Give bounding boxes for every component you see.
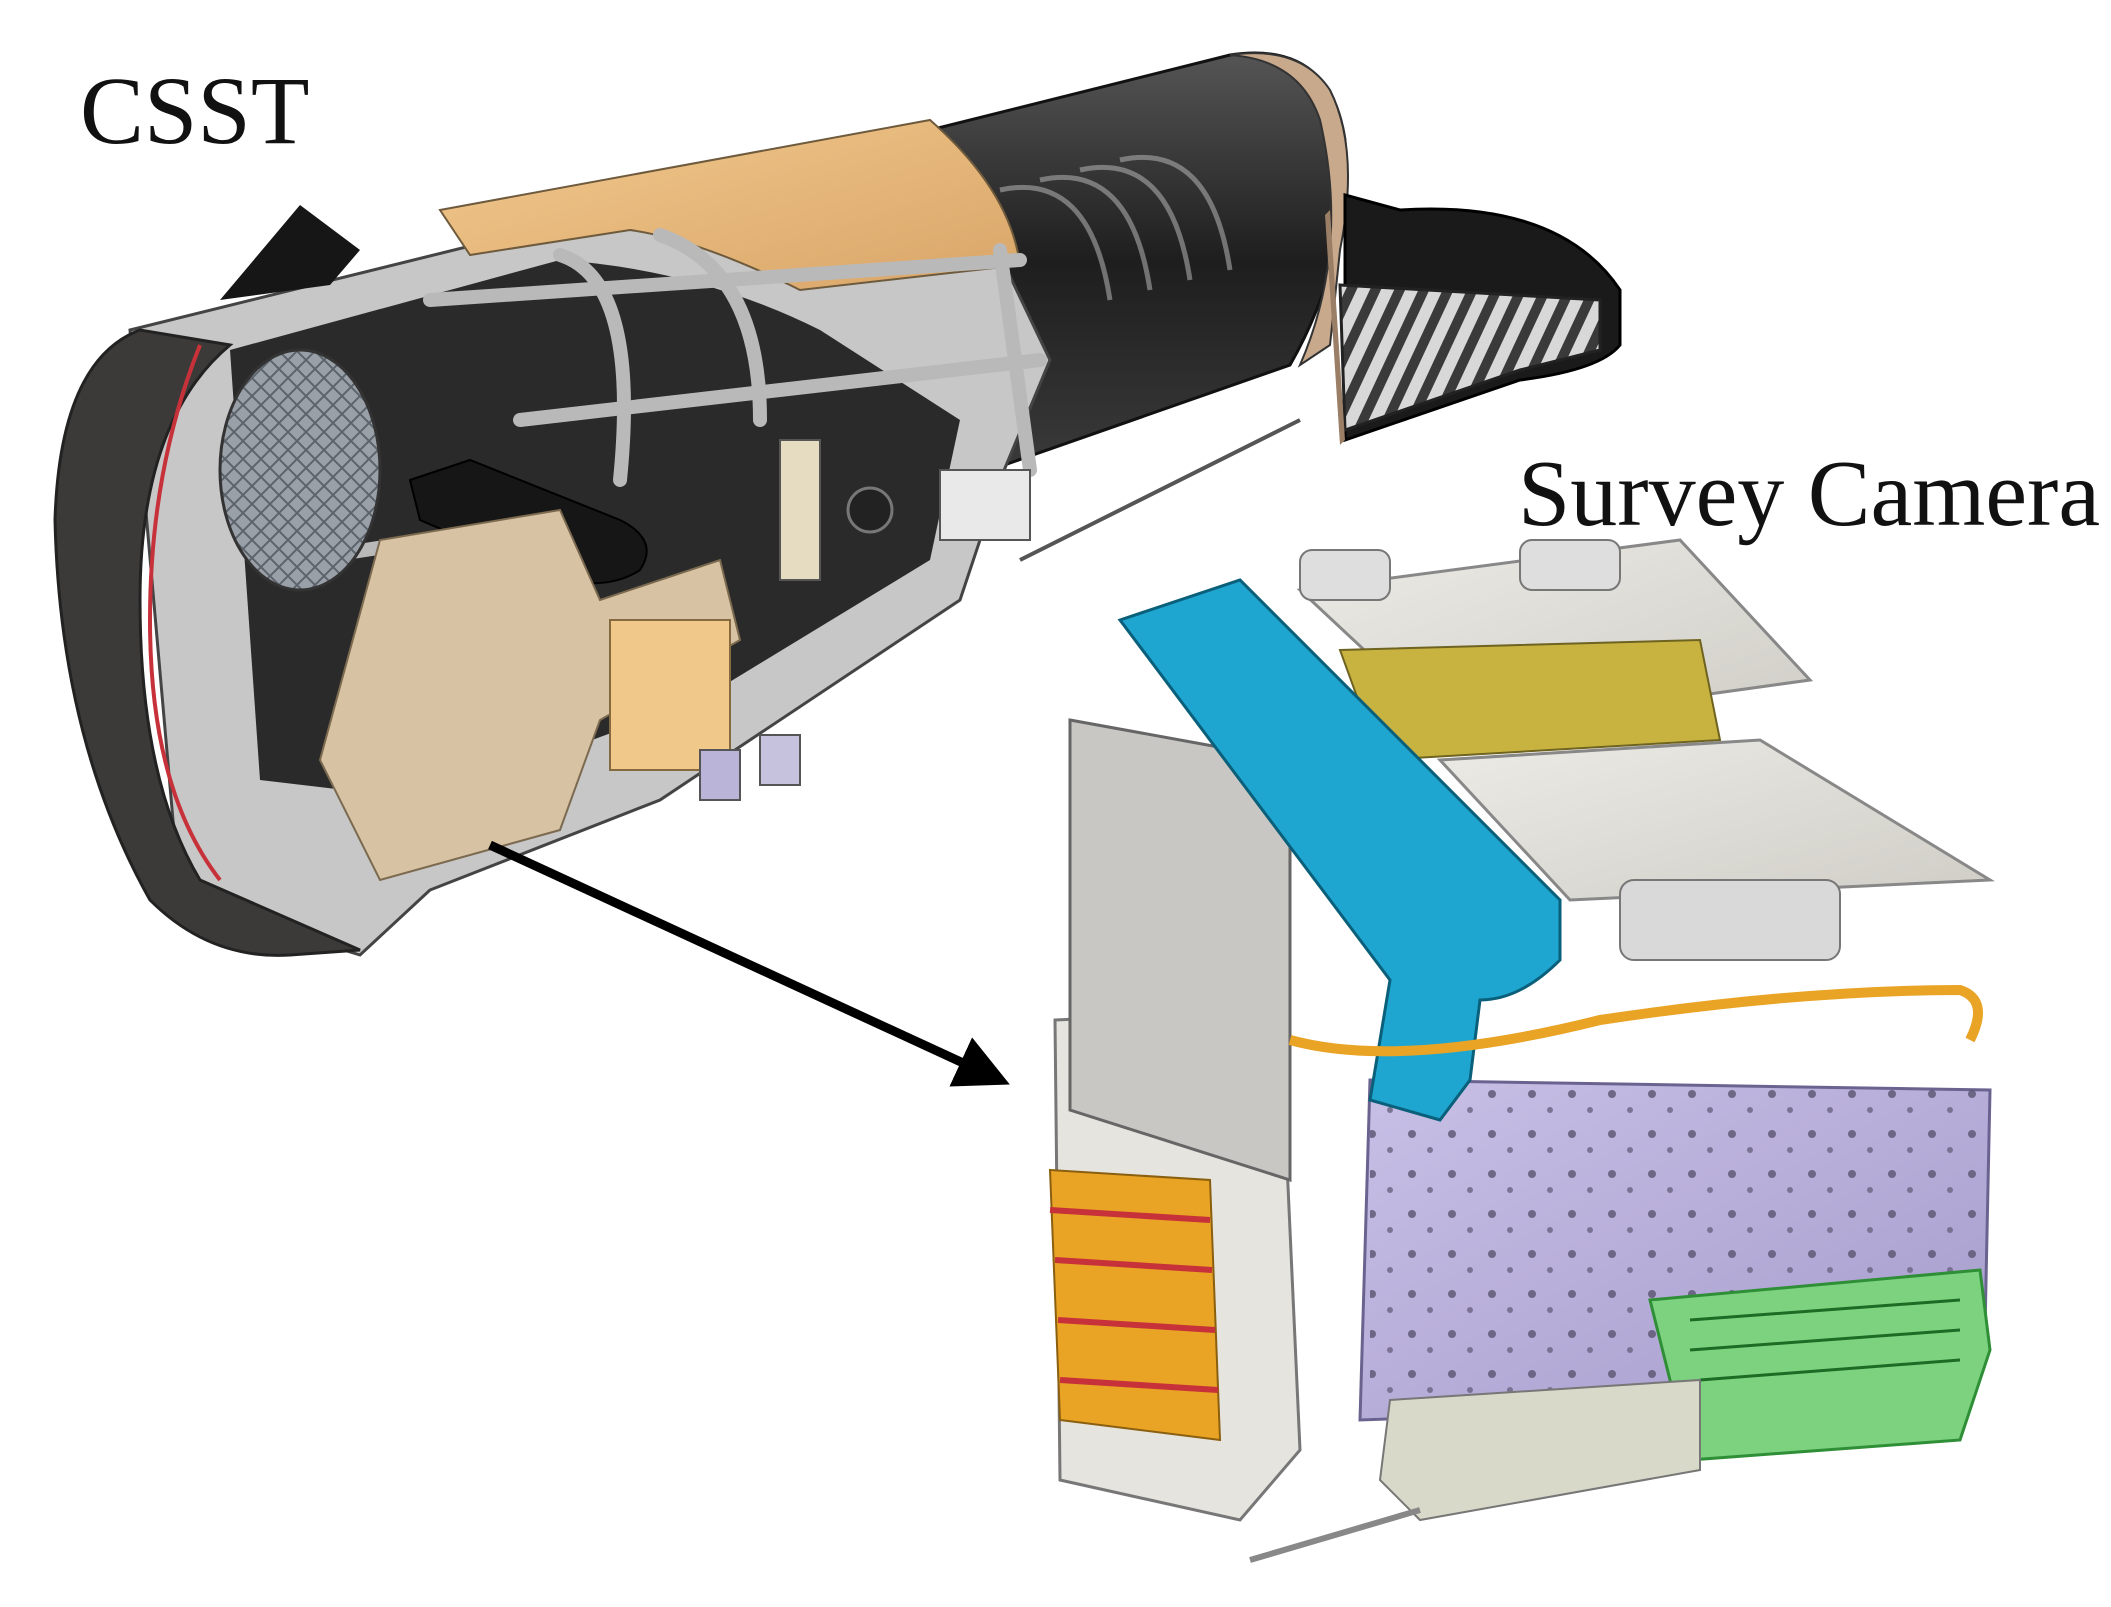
baffle-rings (999, 154, 1233, 301)
orange-cable (1288, 984, 1983, 1057)
survey-camera (1048, 538, 1995, 1563)
bottom-tray (1378, 1378, 1701, 1522)
tube-end-ring (1229, 52, 1349, 368)
camera-panel (609, 619, 731, 771)
ring-edge (147, 344, 222, 882)
electronics-modules (699, 439, 1031, 801)
aperture-door (1325, 193, 1622, 445)
top-shield (220, 205, 360, 300)
support-rod (1249, 1507, 1421, 1563)
shutter-mechanism (1299, 539, 1841, 961)
harness-lines (1689, 1298, 1961, 1382)
orange-panels (1048, 1168, 1222, 1442)
csst-title: CSST (80, 57, 310, 164)
primary-mirror (218, 348, 382, 592)
survey-camera-title: Survey Camera (1518, 442, 2101, 546)
top-cover-plate-2 (1436, 738, 1995, 902)
support-strut (1019, 418, 1301, 562)
pointer-arrow (488, 840, 1010, 1087)
csst-telescope (53, 51, 1622, 957)
front-ring (53, 328, 361, 957)
blue-frame (1117, 578, 1562, 1122)
truss-frame (293, 228, 1047, 567)
